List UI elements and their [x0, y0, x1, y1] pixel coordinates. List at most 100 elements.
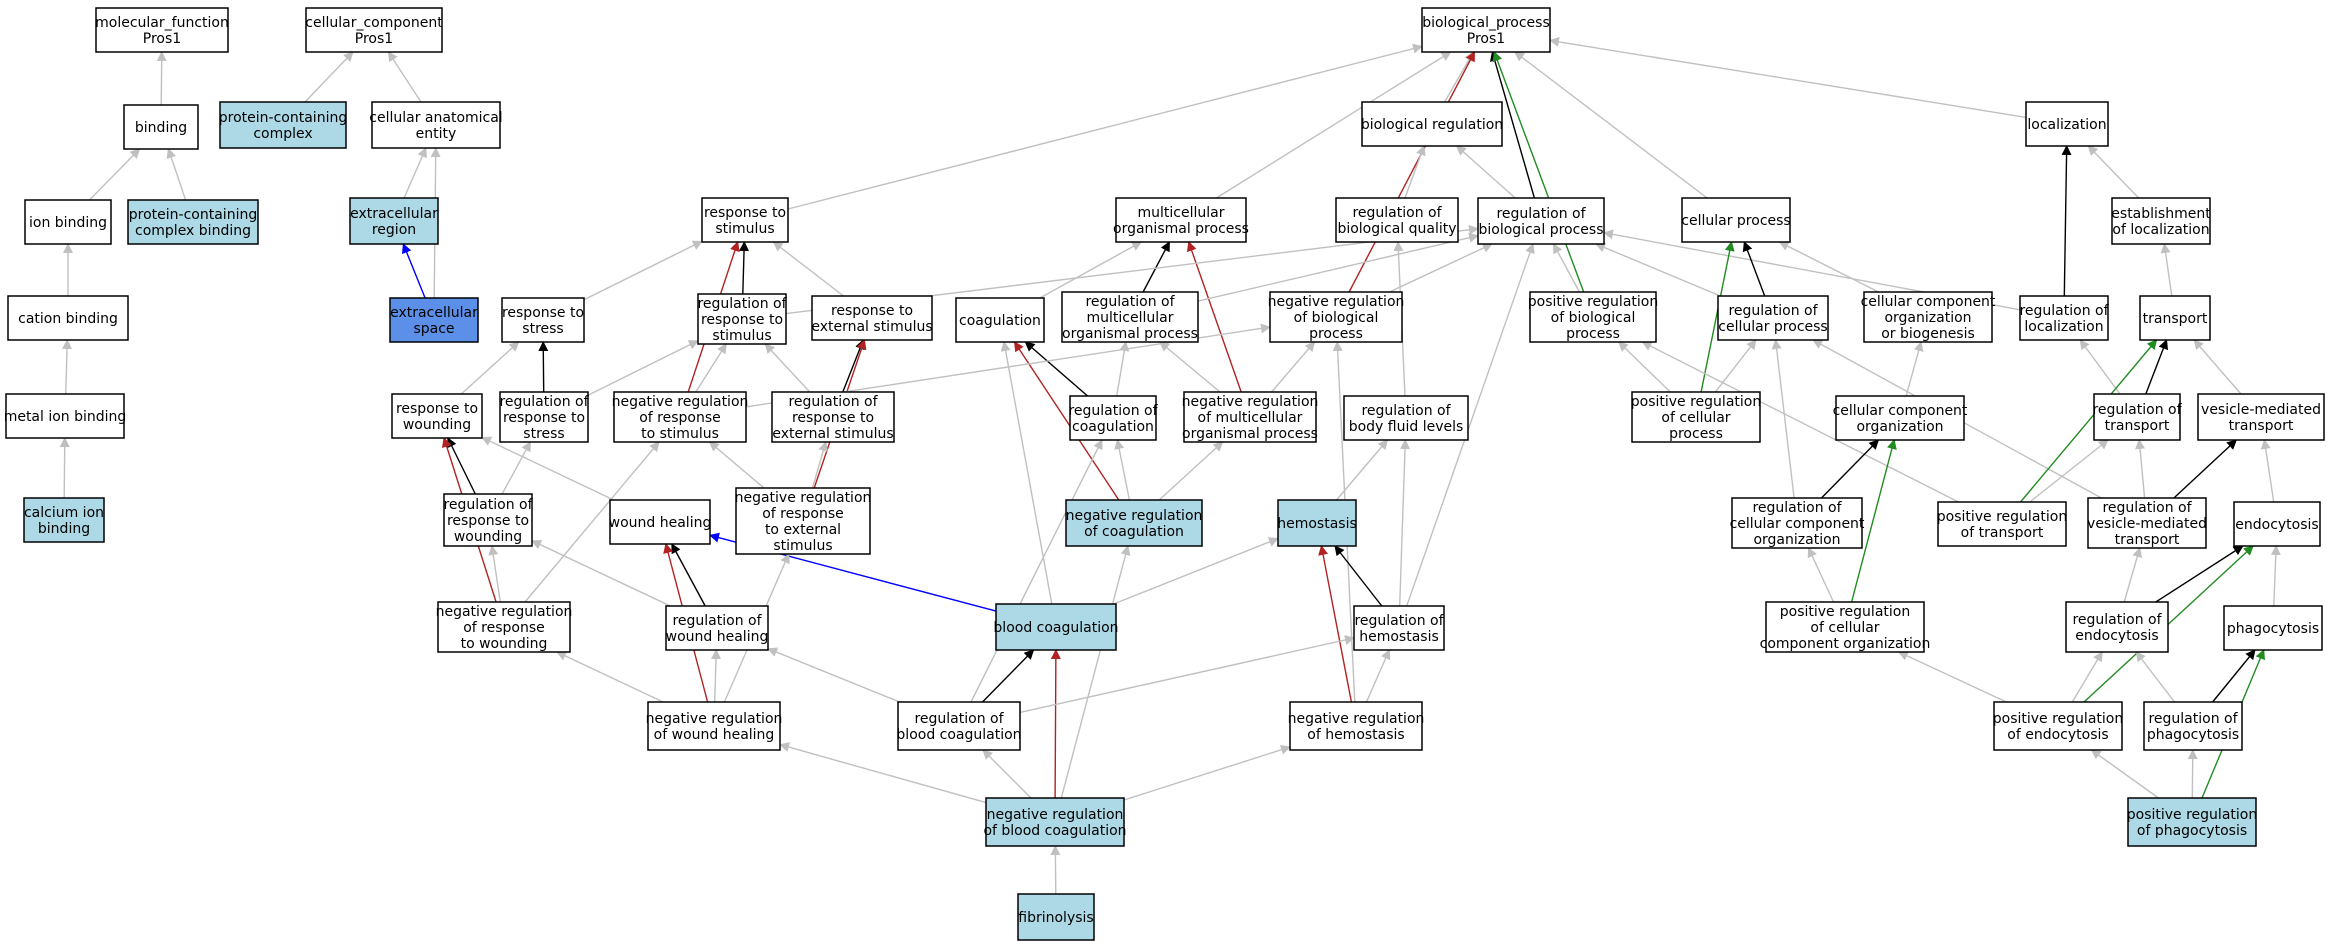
go-term-label: cellular component: [1861, 294, 1996, 310]
go-term-label: of multicellular: [1198, 410, 1303, 426]
edge-blood_coagulation-to-coagulation: [1000, 341, 1053, 605]
go-term-label: regulation of: [672, 613, 762, 629]
go-term-label: metal ion binding: [4, 409, 127, 425]
go-term-label: regulation of: [1085, 294, 1175, 310]
go-term-biological-regulation: biological regulation: [1361, 101, 1503, 147]
edge-response_to_ext_stimulus-to-response_to_stimulus: [772, 241, 844, 297]
go-term-label: organismal process: [1182, 426, 1318, 442]
edge-blood_coagulation-to-hemostasis: [1113, 537, 1279, 605]
go-term-label: of transport: [1961, 525, 2044, 541]
go-term-box: [5, 393, 125, 439]
go-term-label: positive regulation: [2127, 807, 2257, 823]
edge-neg_reg_coagulation-to-coagulation: [1013, 341, 1120, 501]
edge-reg_vesicle_mediated_transport-to-vesicle_mediated_transport: [2173, 439, 2238, 499]
edge-reg_blood_coagulation-to-blood_coagulation: [982, 649, 1035, 703]
go-term-label: regulation of: [1361, 403, 1451, 419]
go-term-fibrinolysis: fibrinolysis: [1017, 893, 1095, 941]
edge-neg_reg_coagulation-to-neg_reg_multicellular_org_process: [1158, 441, 1224, 501]
go-term-label: complex: [253, 126, 312, 142]
edge-ion_binding-to-binding: [89, 148, 141, 201]
edge-vesicle_mediated_transport-to-transport: [2193, 339, 2242, 395]
go-term-transport: transport: [2139, 295, 2211, 341]
go-term-box: [2019, 295, 2109, 341]
go-term-label: regulation of: [2148, 711, 2238, 727]
go-term-box: [501, 297, 585, 343]
go-term-label: stimulus: [712, 328, 771, 344]
go-term-label: organismal process: [1113, 221, 1249, 237]
go-term-label: space: [413, 321, 454, 337]
edge-neg_reg_coagulation-to-reg_coagulation: [1114, 439, 1131, 501]
edge-reg_hemostasis-to-reg_body_fluid_levels: [1399, 439, 1410, 607]
go-term-label: regulation of: [1496, 206, 1586, 222]
edge-reg_transport-to-reg_localization: [2079, 339, 2121, 395]
edge-extracellular_space-to-extracellular_region: [402, 243, 426, 299]
go-term-label: of localization: [2112, 222, 2209, 238]
go-term-label: of response: [639, 410, 721, 426]
go-term-label: to wounding: [461, 636, 548, 652]
edge-reg_response_to_wounding-to-response_to_wounding: [447, 437, 476, 495]
go-term-blood-coagulation: blood coagulation: [993, 603, 1119, 651]
edge-pos_reg_cellular_process-to-pos_reg_biological_process: [1618, 341, 1671, 393]
go-term-box: [1421, 7, 1551, 53]
go-term-cellular-process: cellular process: [1681, 197, 1791, 243]
go-term-box: [1529, 291, 1657, 343]
go-term-box: [1289, 701, 1423, 751]
go-term-label: body fluid levels: [1349, 419, 1464, 435]
go-term-label: cellular component: [1833, 403, 1968, 419]
go-term-label: stimulus: [773, 538, 832, 554]
edge-reg_cc_organization-to-reg_cellular_process: [1771, 339, 1795, 499]
go-term-label: regulation of: [1354, 613, 1444, 629]
edge-calcium_ion_binding-to-metal_ion_binding: [59, 437, 70, 499]
edge-neg_reg_response_to_ext_stimulus-to-neg_reg_response_to_stimulus: [708, 441, 765, 489]
go-term-label: negative regulation: [612, 394, 749, 410]
go-term-label: wounding: [403, 417, 471, 433]
go-term-label: component organization: [1760, 636, 1931, 652]
edge-neg_reg_wound_healing-to-reg_wound_healing: [711, 649, 722, 703]
edge-binding-to-mf: [156, 51, 167, 106]
go-term-box: [24, 199, 112, 245]
go-term-label: response to: [704, 205, 786, 221]
go-term-label: negative regulation: [646, 711, 783, 727]
go-term-label: multicellular: [1138, 205, 1225, 221]
go-term-box: [955, 297, 1045, 343]
go-term-label: negative regulation: [1268, 294, 1405, 310]
go-term-label: organization: [1753, 532, 1840, 548]
edge-fibrinolysis-to-neg_reg_blood_coagulation: [1050, 845, 1061, 895]
go-term-label: of endocytosis: [2007, 727, 2108, 743]
edge-coagulation-to-multicellular_org_process: [1039, 241, 1143, 299]
go-term-label: negative regulation: [987, 807, 1124, 823]
edge-reg_coagulation-to-reg_multicellular_org_process: [1116, 341, 1130, 397]
go-term-label: response to: [792, 410, 874, 426]
edge-reg_response_to_stimulus-to-response_to_stimulus: [739, 241, 750, 295]
edge-pos_reg_transport-to-transport: [2019, 339, 2158, 503]
go-term-box: [371, 101, 501, 149]
edge-endocytosis-to-vesicle_mediated_transport: [2260, 439, 2275, 503]
edge-reg_phagocytosis-to-phagocytosis: [2212, 649, 2256, 703]
go-term-label: response to: [396, 401, 478, 417]
go-term-label: wound healing: [666, 629, 769, 645]
edge-hemostasis-to-reg_body_fluid_levels: [1335, 439, 1389, 501]
edge-reg_response_to_stress-to-response_to_stress: [538, 341, 549, 393]
edge-pos_reg_cellular_process-to-reg_cellular_process: [1714, 339, 1757, 393]
go-term-label: establishment: [2111, 206, 2211, 222]
go-term-box: [897, 701, 1021, 751]
edge-reg_blood_coagulation-to-reg_hemostasis: [1019, 635, 1355, 714]
go-term-box: [665, 605, 769, 651]
go-term-label: organization: [1856, 419, 1943, 435]
edge-pc_complex_binding-to-binding: [166, 148, 187, 201]
edge-reg_cellular_process-to-cellular_process: [1742, 241, 1766, 297]
go-term-label: ion binding: [29, 215, 107, 231]
go-term-label: molecular_function: [95, 15, 229, 31]
go-term-box: [1353, 605, 1445, 651]
